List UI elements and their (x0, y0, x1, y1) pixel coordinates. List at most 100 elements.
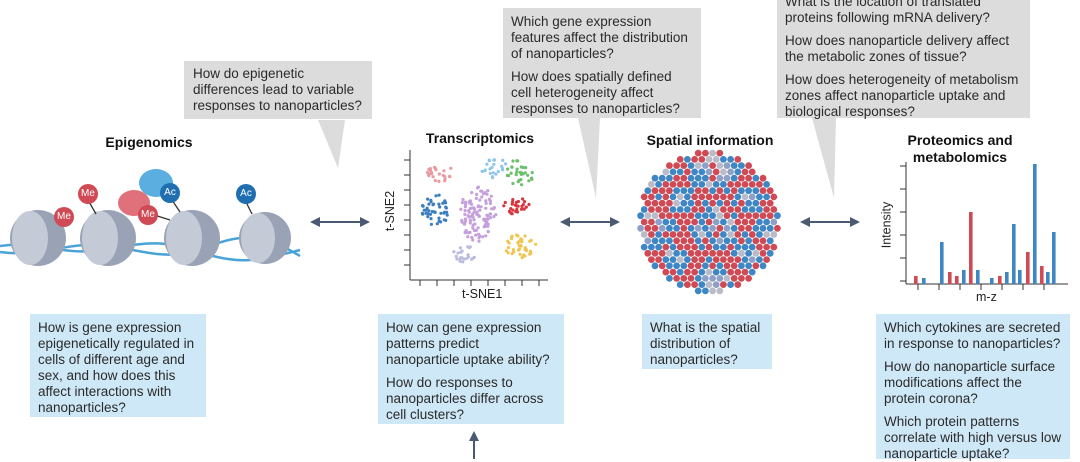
spatial-cell (713, 169, 720, 176)
tsne-point (481, 235, 484, 238)
spatial-cell (767, 200, 774, 207)
spatial-cell (774, 212, 781, 219)
spatial-cell (709, 187, 716, 194)
spatial-cell (716, 288, 723, 295)
spatial-cell (695, 200, 702, 207)
spatial-cell (691, 194, 698, 201)
tsne-point (492, 207, 495, 210)
tsne-point (488, 159, 491, 162)
spatial-cell (691, 181, 698, 188)
spatial-cell (727, 156, 734, 163)
tsne-point (471, 257, 474, 260)
spatial-cell (680, 237, 687, 244)
tsne-point (484, 234, 487, 237)
ms-bar (998, 276, 1002, 284)
spatial-cell (652, 250, 659, 257)
spatial-cell (720, 206, 727, 213)
tsne-point (489, 216, 492, 219)
tsne-point (511, 159, 514, 162)
tsne-point (461, 198, 464, 201)
ms-bar (1052, 232, 1056, 284)
spatial-cell (756, 194, 763, 201)
spatial-cell (760, 250, 767, 257)
spatial-cell (752, 262, 759, 269)
spatial-cell (695, 162, 702, 169)
question-tail-transcriptomics (578, 118, 600, 198)
spatial-cell (738, 187, 745, 194)
spatial-cell (749, 194, 756, 201)
spatial-cell (677, 194, 684, 201)
spatial-cell (677, 256, 684, 263)
tsne-point (502, 204, 505, 207)
spatial-cell (756, 181, 763, 188)
spatial-cell (677, 181, 684, 188)
spatial-cell (659, 212, 666, 219)
spatial-cell (709, 175, 716, 182)
tsne-point (436, 222, 439, 225)
spatial-cell (670, 219, 677, 226)
spatial-cell (709, 250, 716, 257)
tsne-point (464, 203, 467, 206)
tsne-point (442, 169, 445, 172)
tsne-point (492, 163, 495, 166)
tsne-point (519, 237, 522, 240)
tsne-point (485, 163, 488, 166)
ms-bar (990, 278, 994, 284)
spatial-cell (706, 169, 713, 176)
tsne-point (458, 260, 461, 263)
spatial-cell (742, 231, 749, 238)
tsne-point (520, 165, 523, 168)
spatial-cell (720, 169, 727, 176)
spatial-cell (749, 244, 756, 251)
spatial-cell (767, 250, 774, 257)
spatial-cell (691, 206, 698, 213)
spatial-cell (716, 237, 723, 244)
answer-text: How is gene expression epigenetically re… (38, 320, 198, 416)
spatial-cell (706, 206, 713, 213)
tsne-point (501, 159, 504, 162)
spatial-cell (727, 194, 734, 201)
ms-bar (1026, 252, 1030, 284)
nucleosome (164, 210, 220, 266)
spatial-cell (677, 206, 684, 213)
spatial-cell (770, 194, 777, 201)
spatial-cell (727, 281, 734, 288)
question-text: How do epigenetic differences lead to va… (193, 66, 363, 114)
spatial-cell (734, 219, 741, 226)
tsne-clusters (421, 158, 538, 263)
spatial-cell (749, 231, 756, 238)
spatial-cell (670, 231, 677, 238)
spatial-cell (727, 169, 734, 176)
spatial-cell (731, 250, 738, 257)
tsne-point (478, 215, 481, 218)
tsne-point (466, 235, 469, 238)
mark-ac-2: Ac (236, 184, 256, 204)
question-box-transcriptomics: Which gene expression features affect th… (503, 8, 701, 118)
spatial-cell (666, 275, 673, 282)
spatial-cell (688, 225, 695, 232)
tsne-point (443, 211, 446, 214)
spatial-cell (706, 219, 713, 226)
spatial-cell (662, 206, 669, 213)
spatial-cell (706, 181, 713, 188)
spatial-cell (666, 162, 673, 169)
spatial-cell (648, 256, 655, 263)
spatial-cell (684, 231, 691, 238)
spatial-cell (652, 200, 659, 207)
spatial-cell (655, 231, 662, 238)
spatial-cell (727, 256, 734, 263)
tsne-point (508, 210, 511, 213)
spatial-cell (688, 175, 695, 182)
spatial-cell (709, 262, 716, 269)
spatial-cell (677, 231, 684, 238)
tsne-point (469, 245, 472, 248)
answer-text: What is the spatial distribution of nano… (650, 320, 764, 368)
spatial-cell (724, 162, 731, 169)
tsne-point (469, 199, 472, 202)
spatial-cell (738, 162, 745, 169)
spatial-cell (698, 206, 705, 213)
spatial-cell (713, 244, 720, 251)
spatial-cell (677, 219, 684, 226)
spatial-cell (731, 262, 738, 269)
spatial-cell (709, 150, 716, 157)
